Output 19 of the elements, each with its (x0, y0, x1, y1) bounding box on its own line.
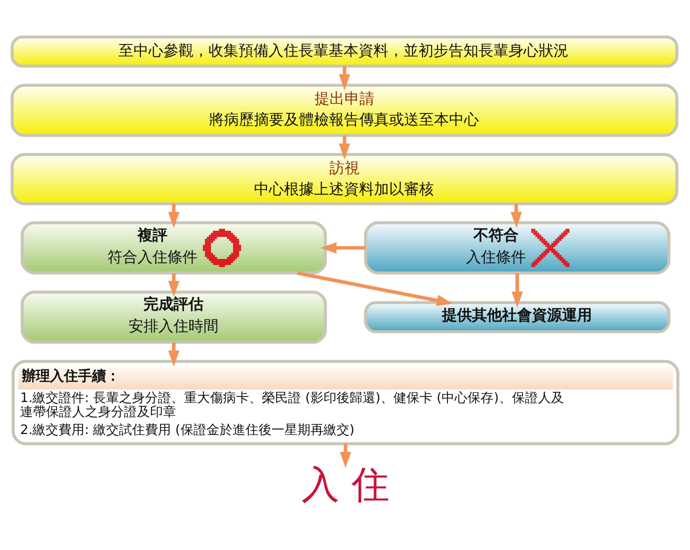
arrow (320, 242, 366, 254)
node-box: 至中心參觀，收集預備入住長輩基本資料，並初步告知長輩身心狀況 (10, 36, 678, 68)
node-box: 不符合 入住條件 (364, 221, 670, 274)
node-text: 入 住 (301, 462, 390, 506)
arrow (168, 342, 180, 367)
arrow (338, 66, 350, 90)
node-box: 辦理入住手續： 1.繳交證件: 長輩之身分證、重大傷病卡、榮民證 (影印後歸還)、健保卡 (中心保存)、保證人及連帶保證人之身分證及印章 2.繳交費用: 繳交試住費用 (保證金於進住後一星期再繳交) (12, 360, 680, 446)
arrow (510, 204, 522, 228)
arrow (296, 271, 453, 306)
arrow (168, 204, 180, 228)
node-box: 完成評估 安排入住時間 (20, 290, 327, 344)
node-box: 提出申請 將病歷摘要及體檢報告傳真或送至本中心 (10, 84, 678, 137)
node-box: 提供其他社會資源運用 (364, 301, 670, 334)
arrow (338, 135, 350, 160)
arrow (168, 273, 180, 298)
node-box: 訪視 中心根據上述資料加以審核 (10, 153, 678, 206)
node-box: 複評 符合入住條件 (20, 221, 327, 274)
arrow (512, 273, 523, 308)
arrow (340, 444, 352, 468)
